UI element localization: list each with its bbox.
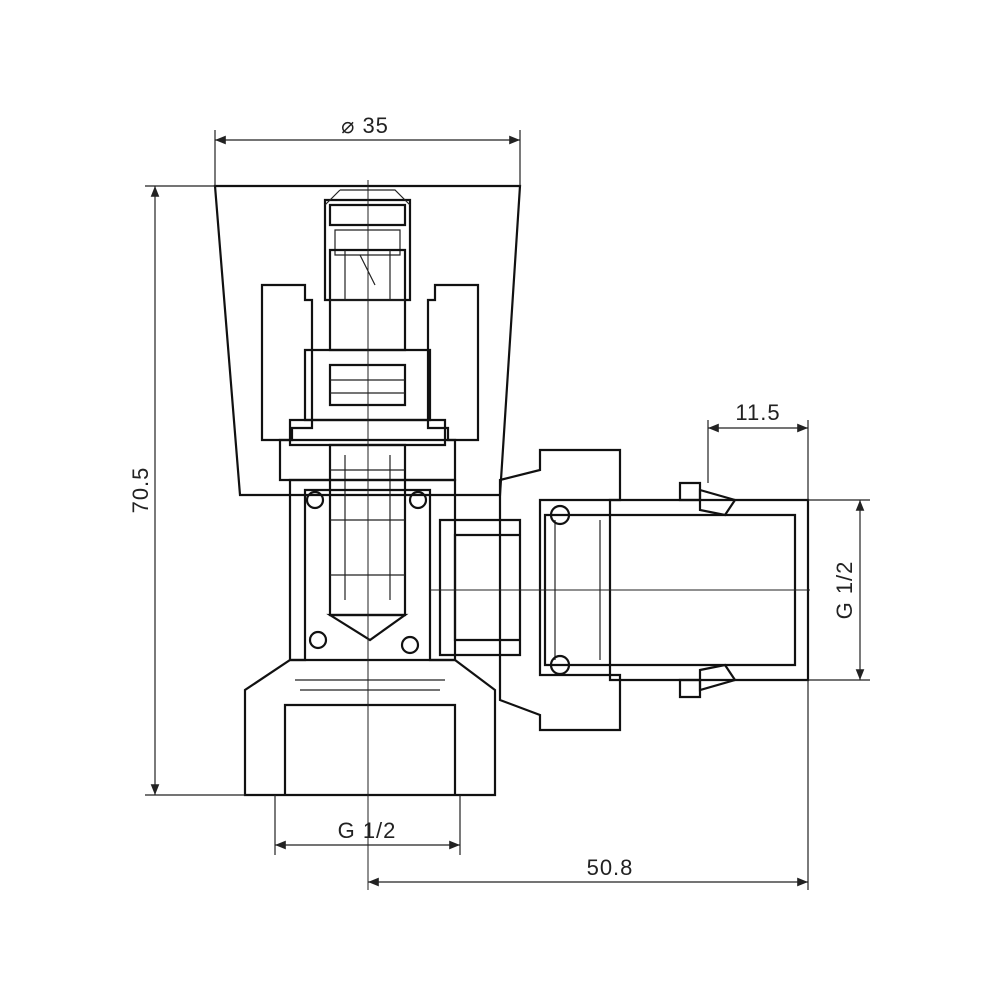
outlet-length-label: 11.5: [735, 400, 780, 425]
dimension-outlet-length: 11.5: [707, 400, 809, 500]
outlet-union: [438, 448, 810, 732]
valve-body: [243, 478, 497, 797]
handle-cap: [213, 184, 522, 497]
outlet-thread-label: G 1/2: [832, 561, 857, 620]
diameter-symbol: ⌀: [341, 113, 355, 138]
dimension-handle-diameter: ⌀ 35: [214, 113, 521, 186]
svg-text:⌀ 35: ⌀ 35: [341, 113, 389, 138]
handle-diameter-label: 35: [362, 113, 388, 138]
dimension-outlet-offset: 50.8: [368, 680, 809, 890]
centerlines: [367, 180, 810, 890]
inlet-thread-label: G 1/2: [338, 818, 397, 843]
dimension-outlet-thread: G 1/2: [808, 499, 870, 681]
dimension-overall-height: 70.5: [128, 185, 245, 796]
outlet-offset-label: 50.8: [587, 855, 634, 880]
overall-height-label: 70.5: [128, 467, 153, 514]
dimension-inlet-thread: G 1/2: [274, 795, 461, 855]
